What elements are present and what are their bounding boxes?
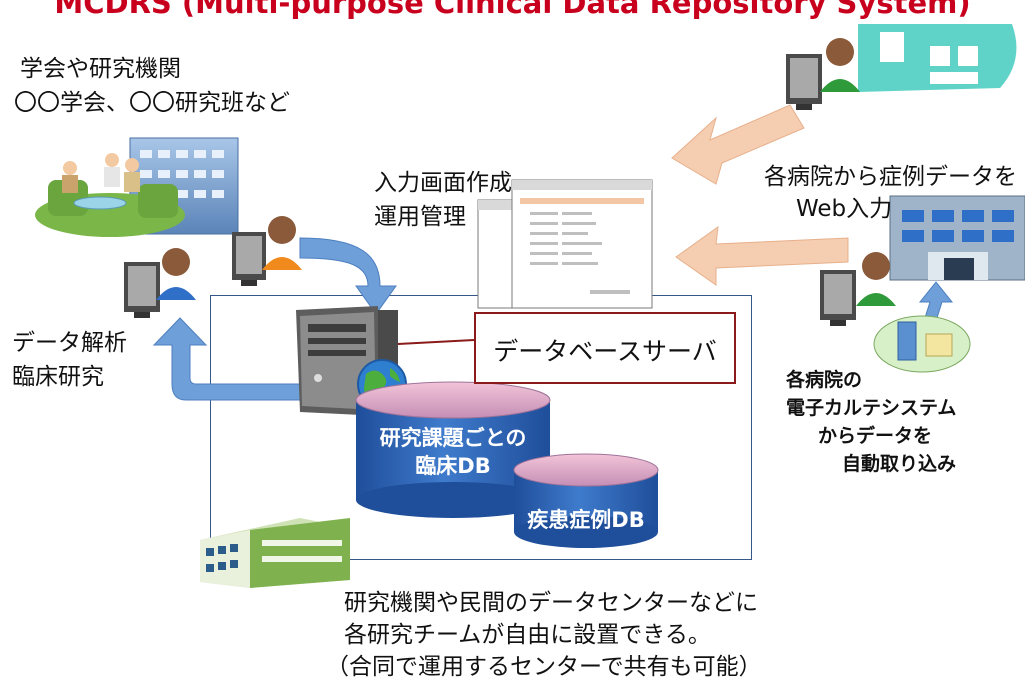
research-db-label-line2: 臨床DB xyxy=(415,454,491,478)
emr-system-illustration xyxy=(873,315,971,373)
input-screen-mockups xyxy=(477,179,653,309)
emr-label-line4: 自動取り込み xyxy=(842,453,957,475)
analyst-user-illustration xyxy=(124,248,196,318)
admin-to-server-arrow xyxy=(299,237,397,315)
hospital-building-right-illustration xyxy=(889,195,1025,281)
input-screen-label-line2: 運用管理 xyxy=(374,204,466,230)
hospital-user-top-illustration xyxy=(786,38,860,110)
server-to-analyst-arrow xyxy=(152,317,301,401)
emr-label-line2: 電子カルテシステム xyxy=(786,397,957,419)
datacenter-building-illustration xyxy=(200,518,350,588)
hospital-user-right-illustration xyxy=(820,252,896,326)
society-label-line2: 〇〇学会、〇〇研究班など xyxy=(14,90,290,116)
web-input-arrow-top xyxy=(671,104,805,185)
hospital-web-label-line1: 各病院から症例データを xyxy=(764,164,1017,190)
operator-user-illustration xyxy=(232,216,302,286)
emr-label-line1: 各病院の xyxy=(786,369,863,391)
database-server-label-text: データベースサーバ xyxy=(493,337,717,366)
hospital-building-top-illustration xyxy=(858,24,1017,92)
page-title: MCDRS (Multi-purpose Clinical Data Repos… xyxy=(54,0,971,20)
disease-db-cylinder xyxy=(513,453,659,548)
footer-line3: （合同で運用するセンターで共有も可能） xyxy=(326,654,762,680)
society-label-line1: 学会や研究機関 xyxy=(20,56,181,82)
research-db-label-line1: 研究課題ごとの xyxy=(379,426,527,450)
footer-line1: 研究機関や民間のデータセンターなどに xyxy=(344,590,758,616)
web-input-arrow-bottom xyxy=(675,225,849,286)
hospital-web-label-line2: Web入力 xyxy=(796,196,893,222)
research-institute-illustration xyxy=(35,137,239,237)
research-db-cylinder xyxy=(355,381,551,518)
analysis-label-line2: 臨床研究 xyxy=(12,364,104,390)
footer-line2: 各研究チームが自由に設置できる。 xyxy=(344,622,711,648)
server-label-connector xyxy=(397,339,475,345)
disease-db-label: 疾患症例DB xyxy=(527,508,645,532)
database-server-illustration xyxy=(296,306,398,416)
input-screen-label-line1: 入力画面作成 xyxy=(374,170,512,196)
analysis-label-line1: データ解析 xyxy=(12,330,127,356)
emr-label-line3: からデータを xyxy=(818,425,933,447)
database-server-label: データベースサーバ xyxy=(474,312,736,384)
